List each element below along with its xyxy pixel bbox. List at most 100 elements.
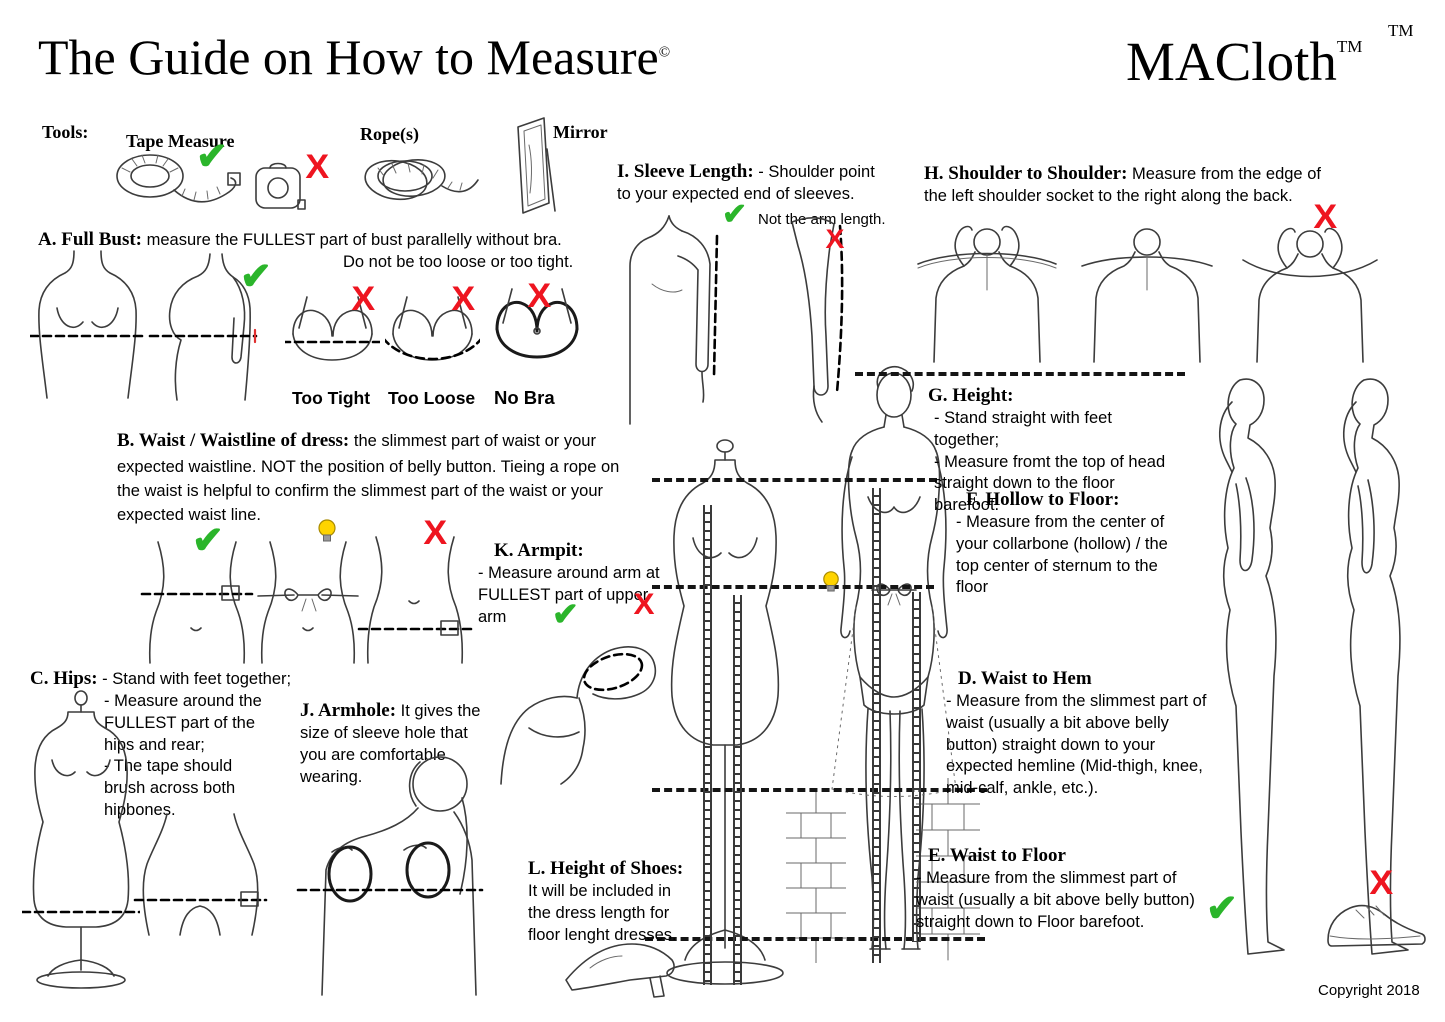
shoulder-title: H. Shoulder to Shoulder: bbox=[924, 163, 1128, 184]
check-icon: ✔ bbox=[552, 596, 579, 632]
x-icon: X bbox=[351, 280, 376, 318]
hollow-measure-line bbox=[652, 478, 937, 482]
page-title-text: The Guide on How to Measure bbox=[38, 29, 659, 85]
sneaker-illustration bbox=[1327, 904, 1426, 947]
rope-label: Rope(s) bbox=[360, 124, 419, 144]
waist-measure-line bbox=[652, 585, 934, 589]
hollow-text: - Measure from the center of your collar… bbox=[956, 513, 1168, 597]
shoes-text: It will be included in the dress length … bbox=[528, 882, 677, 944]
armhole-figure-illustration bbox=[296, 756, 484, 996]
check-icon: ✔ bbox=[192, 520, 224, 562]
hips-title: C. Hips: bbox=[30, 668, 98, 689]
waist-rope-illustration bbox=[257, 541, 359, 664]
waist-correct-illustration bbox=[140, 541, 254, 664]
vertical-tape-form-left bbox=[703, 505, 712, 985]
caption-too-tight: Too Tight bbox=[292, 388, 371, 408]
x-icon: X bbox=[423, 514, 448, 552]
head-top-measure-line bbox=[855, 372, 1185, 376]
trademark-symbol: TM bbox=[1336, 37, 1363, 56]
caption-too-loose: Too Loose bbox=[388, 388, 476, 408]
rope-illustration bbox=[364, 159, 479, 201]
section-height-text: G. Height: - Stand straight with feet to… bbox=[928, 383, 1178, 517]
full-bust-text2: Do not be too loose or too tight. bbox=[343, 253, 574, 271]
hips-line2: - Measure around the FULLEST part of the… bbox=[104, 692, 262, 754]
shoulder-text: Measure from the edge of the left should… bbox=[924, 165, 1321, 206]
hips-line1: - Stand with feet together; bbox=[102, 670, 292, 688]
shoulder-back-illustration-2 bbox=[1081, 228, 1213, 363]
hips-mannequin-illustration bbox=[22, 690, 140, 989]
section-shoulder-text: H. Shoulder to Shoulder: Measure from th… bbox=[924, 161, 1348, 208]
waist-to-hem-title: D. Waist to Hem bbox=[958, 668, 1092, 689]
hips-lower-body-illustration bbox=[133, 813, 268, 936]
hollow-title: F. Hollow to Floor: bbox=[966, 489, 1120, 510]
x-icon: X bbox=[451, 280, 476, 318]
full-bust-front-illustration bbox=[30, 250, 145, 399]
shoulder-back-illustration-1 bbox=[917, 225, 1057, 363]
section-armhole-text: J. Armhole: It gives the size of sleeve … bbox=[300, 698, 496, 788]
shoulder-back-illustration-3 bbox=[1242, 227, 1378, 363]
waist-to-floor-text: - Measure from the slimmest part of wais… bbox=[916, 869, 1195, 931]
brand-name: MACloth bbox=[1126, 31, 1337, 92]
waist-title: B. Waist / Waistline of dress: bbox=[117, 430, 350, 451]
tools-label: Tools: bbox=[42, 122, 89, 142]
x-icon: X bbox=[527, 277, 552, 315]
armhole-text: It gives the size of sleeve hole that yo… bbox=[300, 702, 481, 786]
armpit-text: - Measure around arm at FULLEST part of … bbox=[478, 564, 660, 626]
copyright-symbol: © bbox=[658, 44, 671, 61]
models-side-illustration bbox=[1218, 378, 1409, 955]
vertical-tape-form-right bbox=[733, 595, 742, 985]
section-waist-to-floor-text: E. Waist to Floor - Measure from the sli… bbox=[916, 843, 1216, 933]
full-bust-title: A. Full Bust: bbox=[38, 229, 142, 250]
section-full-bust-text: A. Full Bust: measure the FULLEST part o… bbox=[38, 227, 623, 252]
height-line1: - Stand straight with feet together; bbox=[934, 409, 1112, 449]
lightbulb-icon bbox=[823, 571, 839, 592]
waist-too-low-illustration bbox=[357, 536, 473, 664]
tape-measure-label: Tape Measure bbox=[126, 131, 235, 151]
mirror-illustration bbox=[517, 117, 556, 214]
heel-shoe-illustration bbox=[565, 943, 675, 998]
vertical-tape-model-right bbox=[912, 592, 921, 942]
shoes-title: L. Height of Shoes: bbox=[528, 858, 684, 879]
check-icon: ✔ bbox=[240, 256, 272, 298]
x-icon: X bbox=[305, 148, 330, 186]
sleeve-correct-illustration bbox=[629, 215, 719, 425]
waist-text: the slimmest part of waist or your expec… bbox=[117, 432, 620, 525]
section-sleeve-text: I. Sleeve Length: - Shoulder point to yo… bbox=[617, 159, 893, 206]
x-icon: X bbox=[1313, 198, 1338, 236]
section-hips-text: C. Hips: - Stand with feet together; - M… bbox=[30, 666, 305, 822]
sleeve-text: - Shoulder point to your expected end of… bbox=[617, 163, 875, 204]
x-icon: X bbox=[825, 224, 845, 254]
section-armpit-text: K. Armpit: - Measure around arm at FULLE… bbox=[478, 538, 680, 628]
vertical-tape-model-center bbox=[872, 488, 881, 963]
full-bust-side-illustration bbox=[148, 253, 258, 401]
waist-to-hem-text: - Measure from the slimmest part of wais… bbox=[946, 692, 1207, 798]
section-waist-text: B. Waist / Waistline of dress: the slimm… bbox=[117, 427, 631, 528]
bra-too-loose-illustration bbox=[385, 296, 480, 361]
hem-measure-line bbox=[652, 788, 987, 792]
section-hollow-text: F. Hollow to Floor: - Measure from the c… bbox=[956, 487, 1176, 599]
section-waist-to-hem-text: D. Waist to Hem - Measure from the slimm… bbox=[946, 666, 1214, 800]
mirror-label: Mirror bbox=[553, 122, 608, 142]
check-icon: ✔ bbox=[1206, 888, 1238, 930]
brick-wall-right-illustration bbox=[916, 778, 980, 961]
trademark-mark: TM bbox=[1388, 21, 1414, 40]
check-icon: ✔ bbox=[196, 136, 228, 178]
lightbulb-icon bbox=[318, 519, 336, 542]
no-bra-illustration bbox=[495, 288, 579, 359]
brand-logo: MAClothTM bbox=[1126, 26, 1362, 99]
height-line2: - Measure fromt the top of head straight… bbox=[934, 452, 1166, 515]
full-bust-text1: measure the FULLEST part of bust paralle… bbox=[146, 231, 562, 249]
armhole-title: J. Armhole: bbox=[300, 700, 397, 721]
copyright-text: Copyright 2018 bbox=[1318, 982, 1420, 999]
tape-measure-retractable-illustration bbox=[255, 162, 306, 210]
sleeve-wrong-illustration bbox=[791, 216, 844, 423]
check-icon: ✔ bbox=[722, 198, 748, 231]
x-icon: X bbox=[1369, 864, 1394, 902]
bra-too-tight-illustration bbox=[285, 296, 380, 361]
page-title: The Guide on How to Measure© bbox=[38, 24, 670, 90]
x-icon: X bbox=[633, 588, 655, 621]
armpit-figure-illustration bbox=[500, 646, 657, 785]
floor-measure-line bbox=[645, 937, 985, 941]
section-shoes-text: L. Height of Shoes: It will be included … bbox=[528, 856, 702, 946]
